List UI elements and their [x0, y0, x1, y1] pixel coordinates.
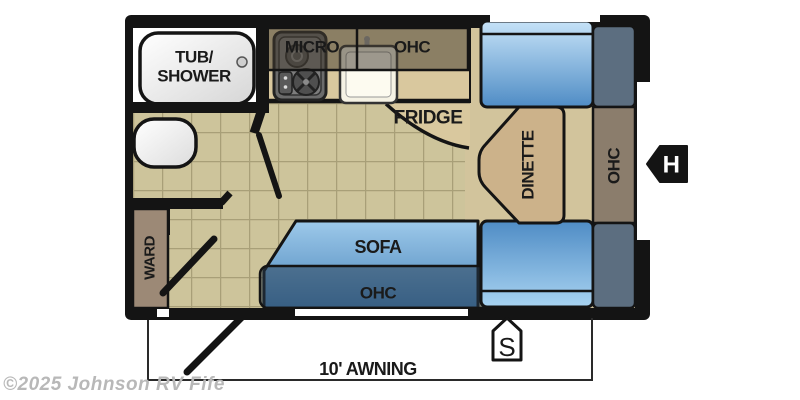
fridge-label: FRIDGE — [394, 108, 463, 129]
right-overhead-cabinet — [591, 105, 637, 225]
hitch-marker-letter: H — [663, 152, 680, 179]
slate-panel-top — [591, 24, 637, 109]
slate-panel-bottom — [591, 221, 637, 310]
door-jamb — [218, 190, 233, 206]
awning-outline — [147, 318, 593, 381]
entry-door-gap — [157, 309, 169, 317]
bottom-window — [295, 309, 468, 316]
dinette-bench-bottom — [479, 219, 595, 309]
dinette-table — [477, 105, 566, 225]
dinette-label: DINETTE — [519, 130, 538, 199]
hitch-marker: H — [646, 145, 688, 183]
awning-label: 10' AWNING — [319, 359, 417, 379]
tub-label-line1: TUB/ — [175, 48, 213, 67]
top-window — [490, 15, 600, 22]
kitchen-ohc-label: OHC — [394, 38, 431, 57]
step-marker: S — [491, 316, 523, 362]
copyright-text: ©2025 Johnson RV Fife — [3, 374, 225, 395]
entry-door — [183, 309, 250, 376]
fridge-area — [386, 103, 470, 148]
kitchen-wall-stub — [249, 104, 268, 135]
bathroom-door — [256, 132, 282, 199]
step-marker-letter: S — [498, 332, 515, 362]
kitchen-overhead-cabinet — [264, 26, 470, 72]
sofa-ohc-label: OHC — [360, 284, 397, 303]
ward-label: WARD — [142, 235, 159, 279]
hall-door — [159, 235, 218, 297]
toilet-fixture — [132, 117, 198, 169]
sofa-label: SOFA — [354, 237, 402, 257]
tub-label-line2: SHOWER — [157, 67, 231, 86]
fridge-edge-line — [384, 102, 470, 150]
right-window — [637, 82, 650, 240]
right-ohc-label: OHC — [605, 148, 624, 185]
windows — [157, 15, 650, 317]
micro-label: MICRO — [285, 38, 339, 57]
